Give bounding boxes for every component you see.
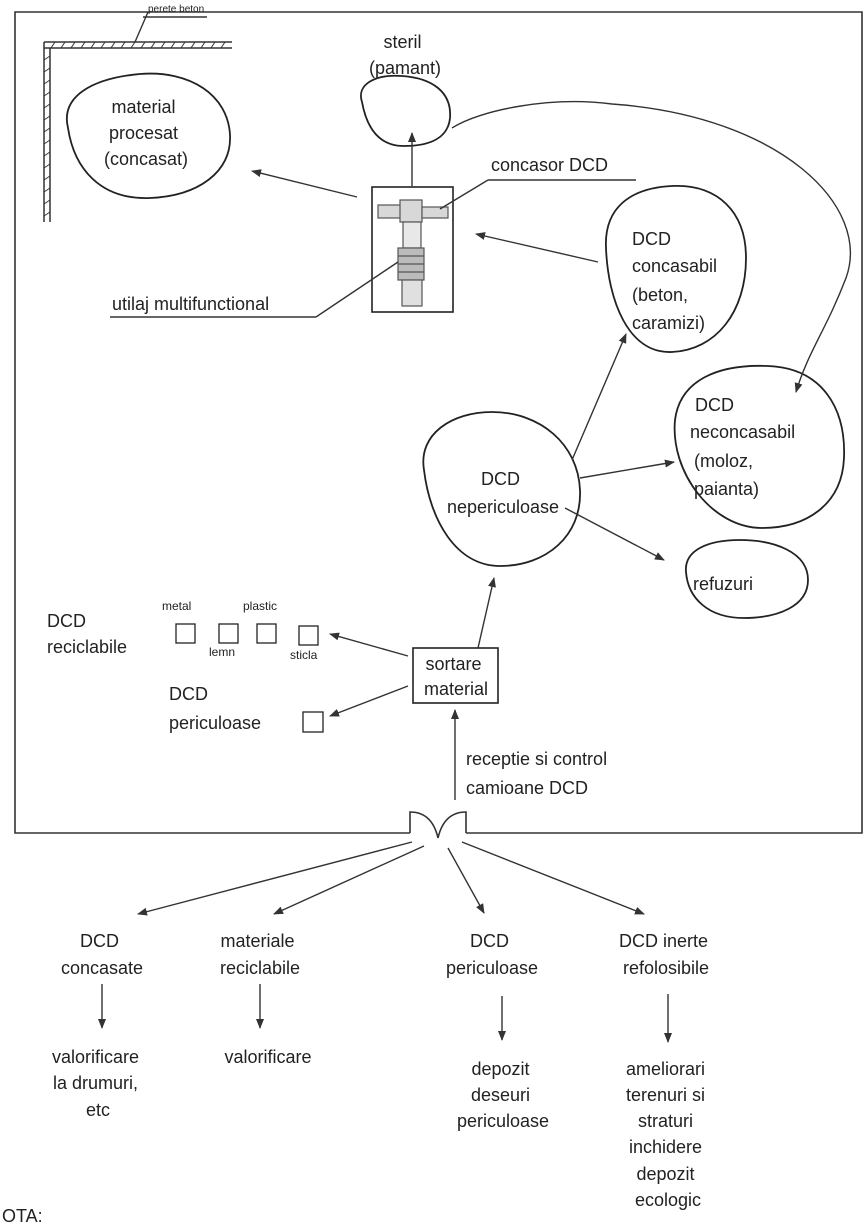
arrow-out-concasate — [137, 841, 413, 916]
label-material-procesat: material procesat (concasat) — [104, 97, 188, 169]
label-concasor: concasor DCD — [491, 155, 608, 175]
concrete-wall — [43, 41, 232, 222]
blob-dcd-nepericuloase — [422, 411, 581, 567]
label-out-periculoase: DCD periculoase — [446, 931, 538, 978]
arrow-out-reciclabile — [273, 845, 425, 915]
arrow-nepericuloase-to-neconcasabil — [579, 459, 675, 479]
concasor-leader — [439, 179, 489, 210]
label-utilaj: utilaj multifunctional — [112, 294, 269, 314]
arrow-machine-to-procesat — [251, 169, 358, 198]
arrow-sortare-to-periculoase — [329, 685, 409, 717]
bin-sticla — [298, 625, 319, 646]
label-nota: OTA: — [2, 1206, 43, 1225]
bin-label-sticla: sticla — [290, 648, 318, 662]
label-perete-beton: perete beton — [148, 4, 204, 15]
crusher-machine-box — [371, 186, 454, 313]
utilaj-leader — [315, 261, 399, 318]
label-dest-reciclabile: valorificare — [224, 1047, 311, 1067]
label-dcd-concasabil: DCD concasabil (beton, caramizi) — [632, 229, 722, 333]
label-dest-inerte: ameliorari terenuri si straturi inchider… — [626, 1059, 710, 1210]
blob-dcd-neconcasabil — [673, 364, 845, 529]
recycle-bins — [175, 623, 319, 646]
bin-label-metal: metal — [162, 599, 191, 613]
label-dest-concasate: valorificare la drumuri, etc — [52, 1047, 144, 1120]
sortare-box — [412, 647, 499, 704]
label-sortare: sortare material — [424, 654, 488, 699]
arrow-concasabil-to-machine — [475, 232, 599, 263]
entrance-gate — [409, 811, 467, 839]
outbound-arrows — [137, 841, 645, 916]
bin-plastic — [256, 623, 277, 644]
label-steril: steril (pamant) — [369, 32, 441, 78]
label-dest-periculoase: depozit deseuri periculoase — [457, 1059, 549, 1131]
bin-metal — [175, 623, 196, 644]
label-out-concasate: DCD concasate — [61, 931, 143, 978]
arrow-nepericuloase-to-concasabil — [571, 333, 627, 461]
arrow-sortare-to-reciclabile — [329, 632, 409, 657]
label-dcd-reciclabile: DCD reciclabile — [47, 611, 127, 657]
site-boundary — [14, 11, 863, 834]
label-dcd-periculoase-inside: DCD periculoase — [169, 684, 261, 733]
blob-refuzuri — [685, 539, 809, 619]
arrow-out-inerte — [461, 841, 645, 915]
arrow-sortare-to-nepericuloase — [477, 577, 496, 649]
arrow-steril-to-neconcasabil — [451, 101, 852, 393]
flow-arrows — [251, 101, 852, 800]
label-receptie: receptie si control camioane DCD — [466, 749, 612, 798]
crusher-machine-icon — [377, 199, 449, 307]
bin-periculoase — [302, 711, 324, 733]
blob-steril — [360, 74, 451, 147]
label-refuzuri: refuzuri — [693, 574, 753, 594]
blob-material-procesat — [65, 72, 231, 199]
label-out-reciclabile: materiale reciclabile — [220, 931, 300, 978]
arrow-nepericuloase-to-refuzuri — [564, 507, 665, 561]
bin-label-plastic: plastic — [243, 599, 277, 613]
destination-arrows — [98, 984, 672, 1043]
label-dcd-nepericuloase: DCD nepericuloase — [447, 469, 559, 517]
blob-dcd-concasabil — [605, 185, 747, 353]
bin-lemn — [218, 623, 239, 644]
bin-label-lemn: lemn — [209, 645, 235, 659]
label-out-inerte: DCD inerte refolosibile — [619, 931, 713, 978]
arrow-out-periculoase — [447, 847, 485, 914]
label-dcd-neconcasabil: DCD neconcasabil (moloz, paianta) — [690, 395, 800, 499]
